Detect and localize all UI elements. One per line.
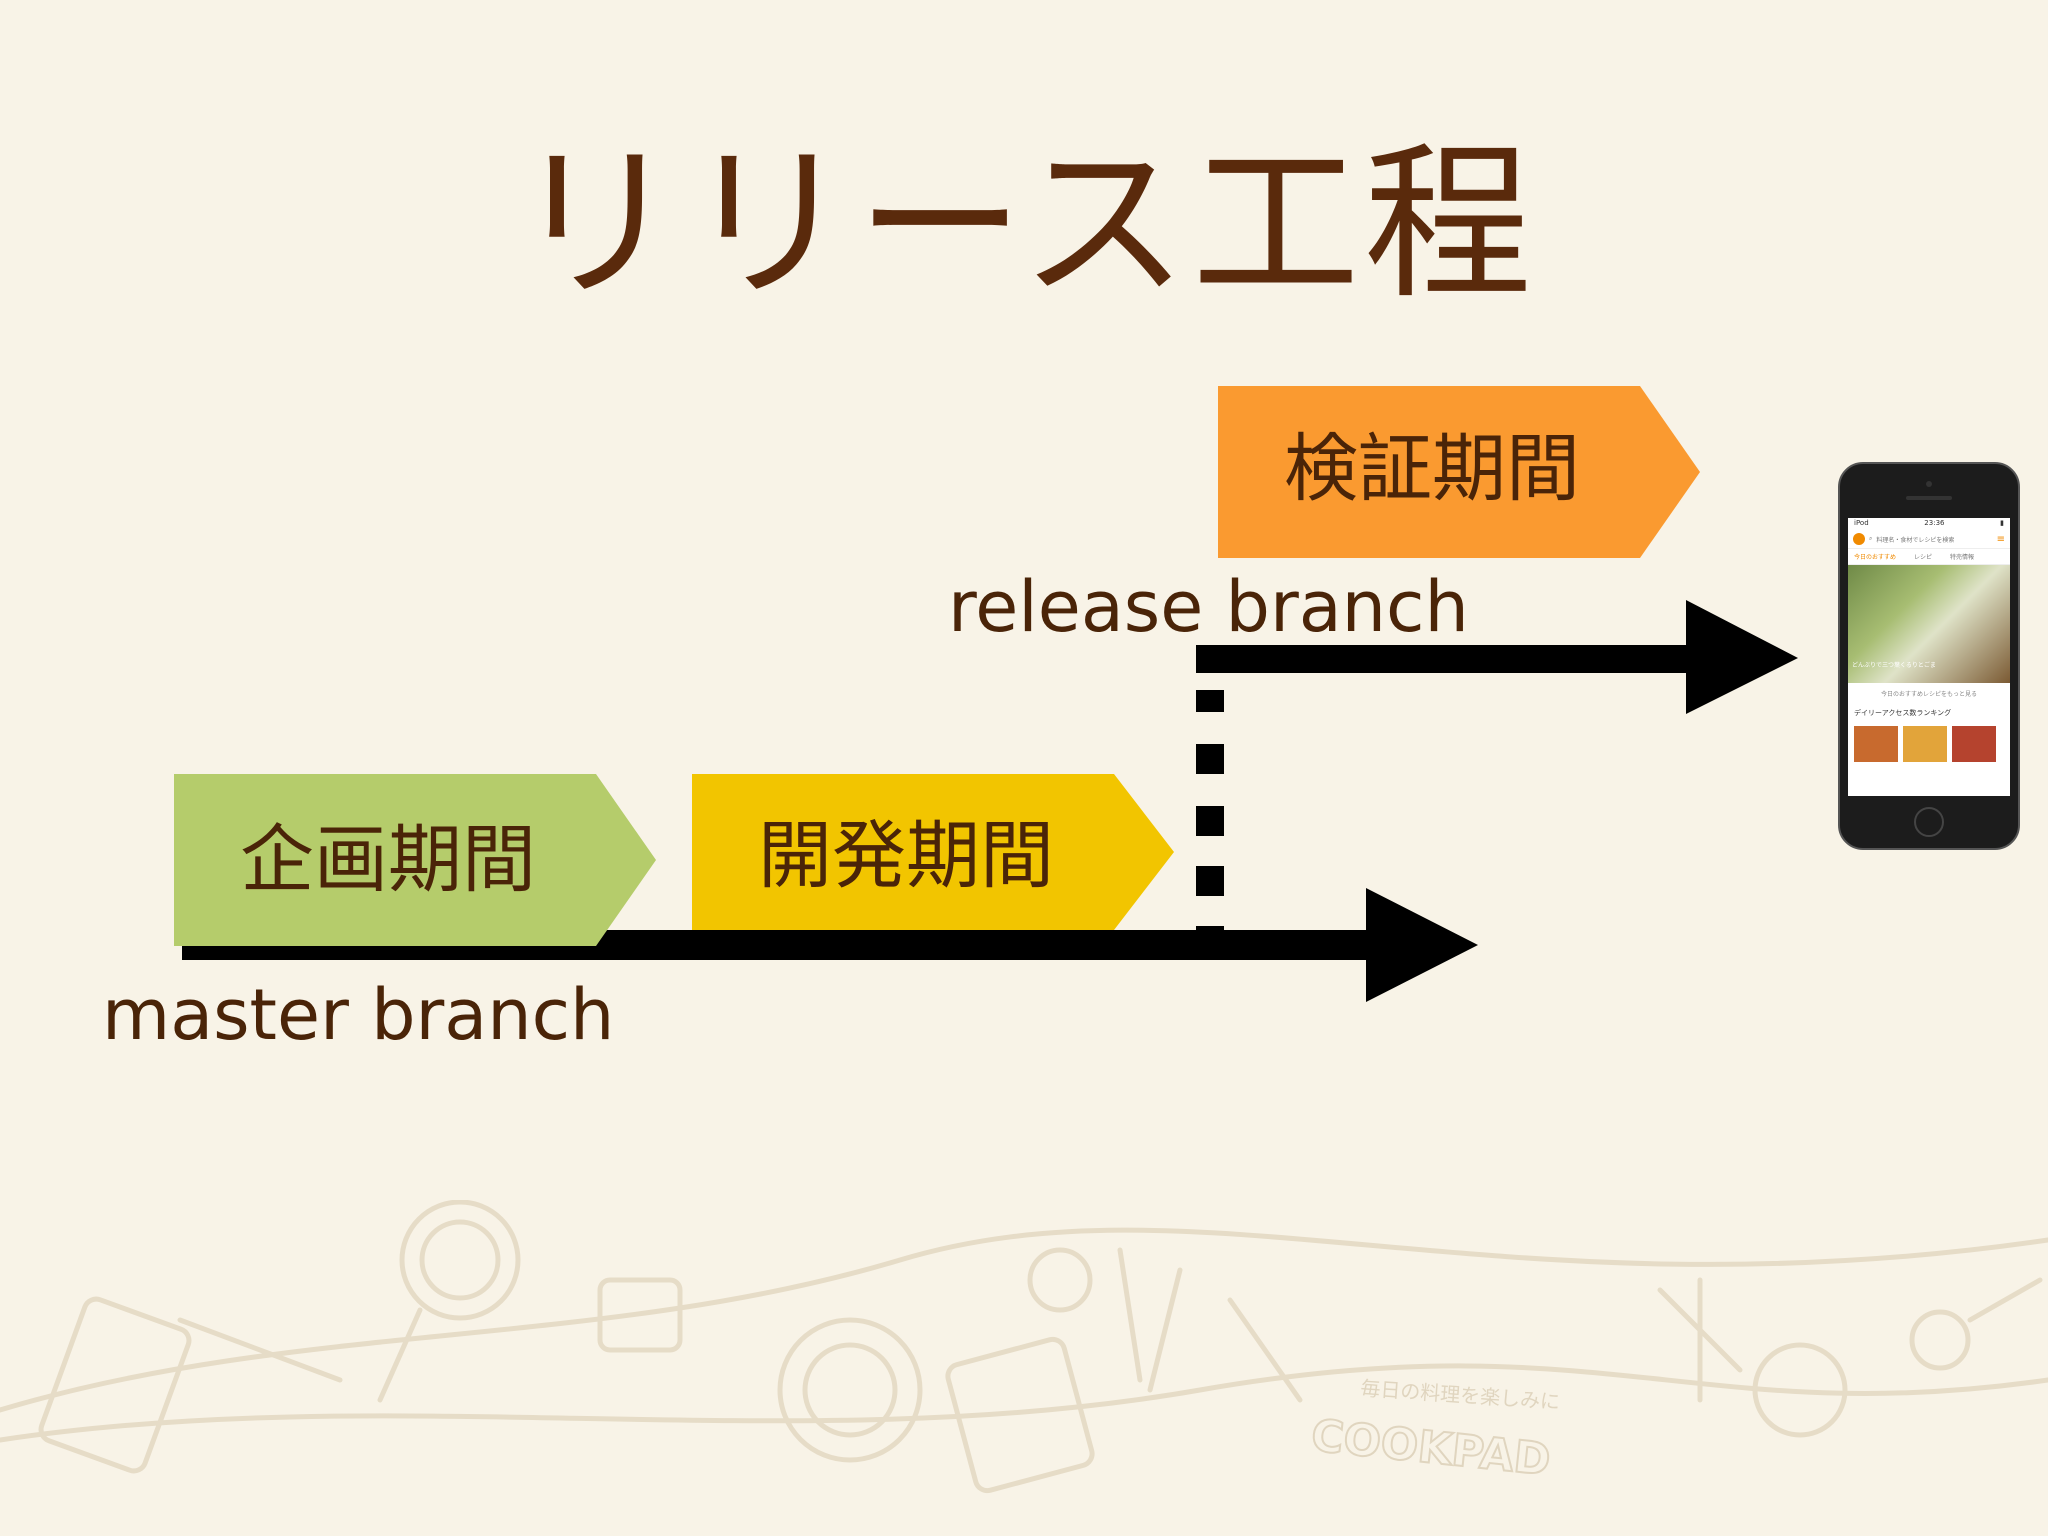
phase-dev: 開発期間 [692,774,1174,930]
phone-ranking-heading: デイリーアクセス数ランキング [1854,709,1952,717]
master-branch-label: master branch [102,974,615,1056]
footer-tagline: 毎日の料理を楽しみに [1360,1376,1561,1414]
branch-connector-dotted [1196,690,1224,932]
phase-plan-shape [174,774,656,946]
phase-dev-label: 開発期間 [758,813,1054,899]
phone-screen: iPod 23:36 ▮ ⌕ 料理名・食材でレシピを検索 ≡ 今日のおすすめ レ… [1848,518,2010,796]
status-time: 23:36 [1924,519,1945,527]
kitchen-utensils-decoration: 毎日の料理を楽しみに COOKPAD [0,1200,2048,1494]
phase-plan-label: 企画期間 [240,817,536,903]
status-carrier: iPod [1854,519,1869,527]
phase-verify: 検証期間 [1218,386,1700,558]
phone-thumb [1952,726,1996,762]
phone-tab: 今日のおすすめ [1854,554,1897,561]
battery-icon: ▮ [2000,519,2004,527]
smartphone-app-icon: iPod 23:36 ▮ ⌕ 料理名・食材でレシピを検索 ≡ 今日のおすすめ レ… [1838,462,2020,850]
phase-verify-shape [1218,386,1700,558]
search-icon: ⌕ [1869,535,1873,542]
phone-tabs: 今日のおすすめ レシピ 特売情報 [1848,549,2010,565]
phase-verify-label: 検証期間 [1284,426,1580,512]
phone-thumb [1854,726,1898,762]
phone-hero-image: どんぶりで三つ葉くるりとごま [1848,565,2010,683]
phone-hero-caption: どんぶりで三つ葉くるりとごま [1852,662,1936,669]
slide-title: リリース工程 [512,126,1536,322]
menu-icon: ≡ [1996,533,2005,545]
phone-tab: 特売情報 [1950,554,1975,561]
phone-status-bar: iPod 23:36 ▮ [1848,518,2010,530]
phone-more-link: 今日のおすすめレシピをもっと見る [1880,691,1977,698]
phase-dev-shape [692,774,1174,930]
phone-search-placeholder: 料理名・食材でレシピを検索 [1876,536,1955,544]
phone-tab: レシピ [1914,554,1933,561]
phone-thumbnails [1848,722,2010,766]
phone-search-bar: ⌕ 料理名・食材でレシピを検索 ≡ [1848,530,2010,549]
phase-plan: 企画期間 [174,774,656,946]
cookpad-logo: COOKPAD [1309,1410,1553,1486]
cookpad-logo-icon [1853,533,1865,545]
release-branch-arrow [1196,600,1798,714]
release-branch-label: release branch [948,566,1469,648]
phone-thumb [1903,726,1947,762]
